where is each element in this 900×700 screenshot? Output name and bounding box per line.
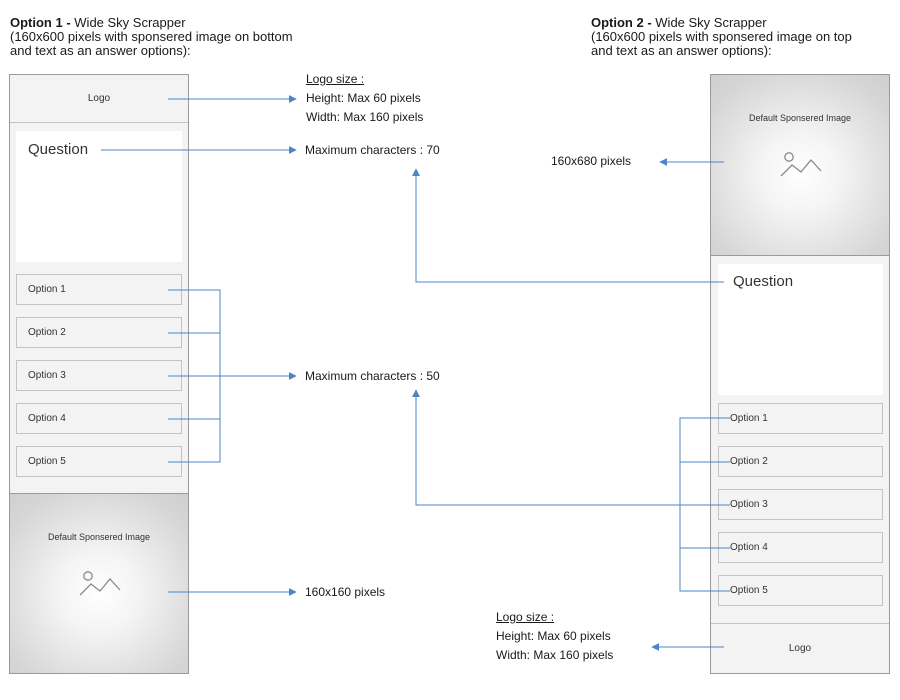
option1-logo-label: Logo — [87, 93, 111, 104]
option2-heading-rest: Wide Sky Scrapper — [651, 15, 767, 30]
option1-question-box: Question — [16, 131, 182, 262]
question-max-chars: Maximum characters : 70 — [305, 143, 440, 157]
logo-height-text: Height: Max 60 pixels — [306, 91, 421, 105]
option1-subtitle-line1: (160x600 pixels with sponsered image on … — [10, 29, 293, 44]
option1-option-1[interactable]: Option 1 — [16, 274, 182, 305]
logo-size-note-right: Logo size : Height: Max 60 pixels Width:… — [496, 608, 613, 665]
option2-option-3[interactable]: Option 3 — [718, 489, 883, 520]
option2-subtitle-line1: (160x600 pixels with sponsered image on … — [591, 29, 852, 44]
logo-size-title: Logo size : — [306, 72, 365, 86]
option2-subtitle-line2: and text as an answer options): — [591, 43, 772, 58]
option2-heading-bold: Option 2 - — [591, 15, 652, 30]
sponsor-size-160x160: 160x160 pixels — [305, 585, 386, 599]
option-label: Option 5 — [730, 585, 768, 596]
option2-heading: Option 2 - Wide Sky Scrapper (160x600 pi… — [591, 16, 852, 58]
option2-option-4[interactable]: Option 4 — [718, 532, 883, 563]
option1-subtitle-line2: and text as an answer options): — [10, 43, 191, 58]
option1-heading-bold: Option 1 - — [10, 15, 71, 30]
option2-panel: Default Sponsered Image Question Option … — [710, 74, 890, 674]
option2-logo-box: Logo — [711, 623, 889, 673]
option2-option-5[interactable]: Option 5 — [718, 575, 883, 606]
option1-panel: Logo Question Option 1 Option 2 Option 3… — [9, 74, 189, 674]
logo-size-title: Logo size : — [496, 610, 555, 624]
option1-option-2[interactable]: Option 2 — [16, 317, 182, 348]
option1-option-4[interactable]: Option 4 — [16, 403, 182, 434]
logo-height-text: Height: Max 60 pixels — [496, 629, 611, 643]
option-label: Option 1 — [28, 284, 66, 295]
option2-sponsor-image: Default Sponsered Image — [711, 75, 889, 256]
option2-option-2[interactable]: Option 2 — [718, 446, 883, 477]
option-label: Option 3 — [730, 499, 768, 510]
option2-logo-label: Logo — [788, 643, 812, 654]
options-max-chars: Maximum characters : 50 — [305, 369, 440, 383]
arrow-options-right — [412, 389, 730, 506]
option1-logo-box: Logo — [10, 75, 188, 123]
option1-heading: Option 1 - Wide Sky Scrapper (160x600 pi… — [10, 16, 293, 58]
logo-width-text: Width: Max 160 pixels — [496, 648, 614, 662]
image-placeholder-icon — [780, 152, 822, 177]
option-label: Option 2 — [730, 456, 768, 467]
option-label: Option 4 — [730, 542, 768, 553]
option-label: Option 5 — [28, 456, 66, 467]
option-label: Option 2 — [28, 327, 66, 338]
option1-sponsor-image: Default Sponsered Image — [10, 493, 188, 673]
option2-question-label: Question — [733, 273, 794, 290]
logo-size-note-left: Logo size : Height: Max 60 pixels Width:… — [306, 70, 423, 127]
option1-sponsor-label: Default Sponsered Image — [47, 532, 151, 542]
option2-sponsor-label: Default Sponsered Image — [748, 113, 852, 123]
option2-question-box: Question — [718, 264, 883, 395]
option1-question-label: Question — [28, 141, 89, 158]
option-label: Option 4 — [28, 413, 66, 424]
option-label: Option 3 — [28, 370, 66, 381]
option1-heading-rest: Wide Sky Scrapper — [70, 15, 186, 30]
option-label: Option 1 — [730, 413, 768, 424]
arrow-question-right — [412, 168, 724, 283]
logo-width-text: Width: Max 160 pixels — [306, 110, 424, 124]
option1-option-5[interactable]: Option 5 — [16, 446, 182, 477]
image-placeholder-icon — [79, 571, 121, 596]
sponsor-size-160x680: 160x680 pixels — [551, 154, 632, 168]
